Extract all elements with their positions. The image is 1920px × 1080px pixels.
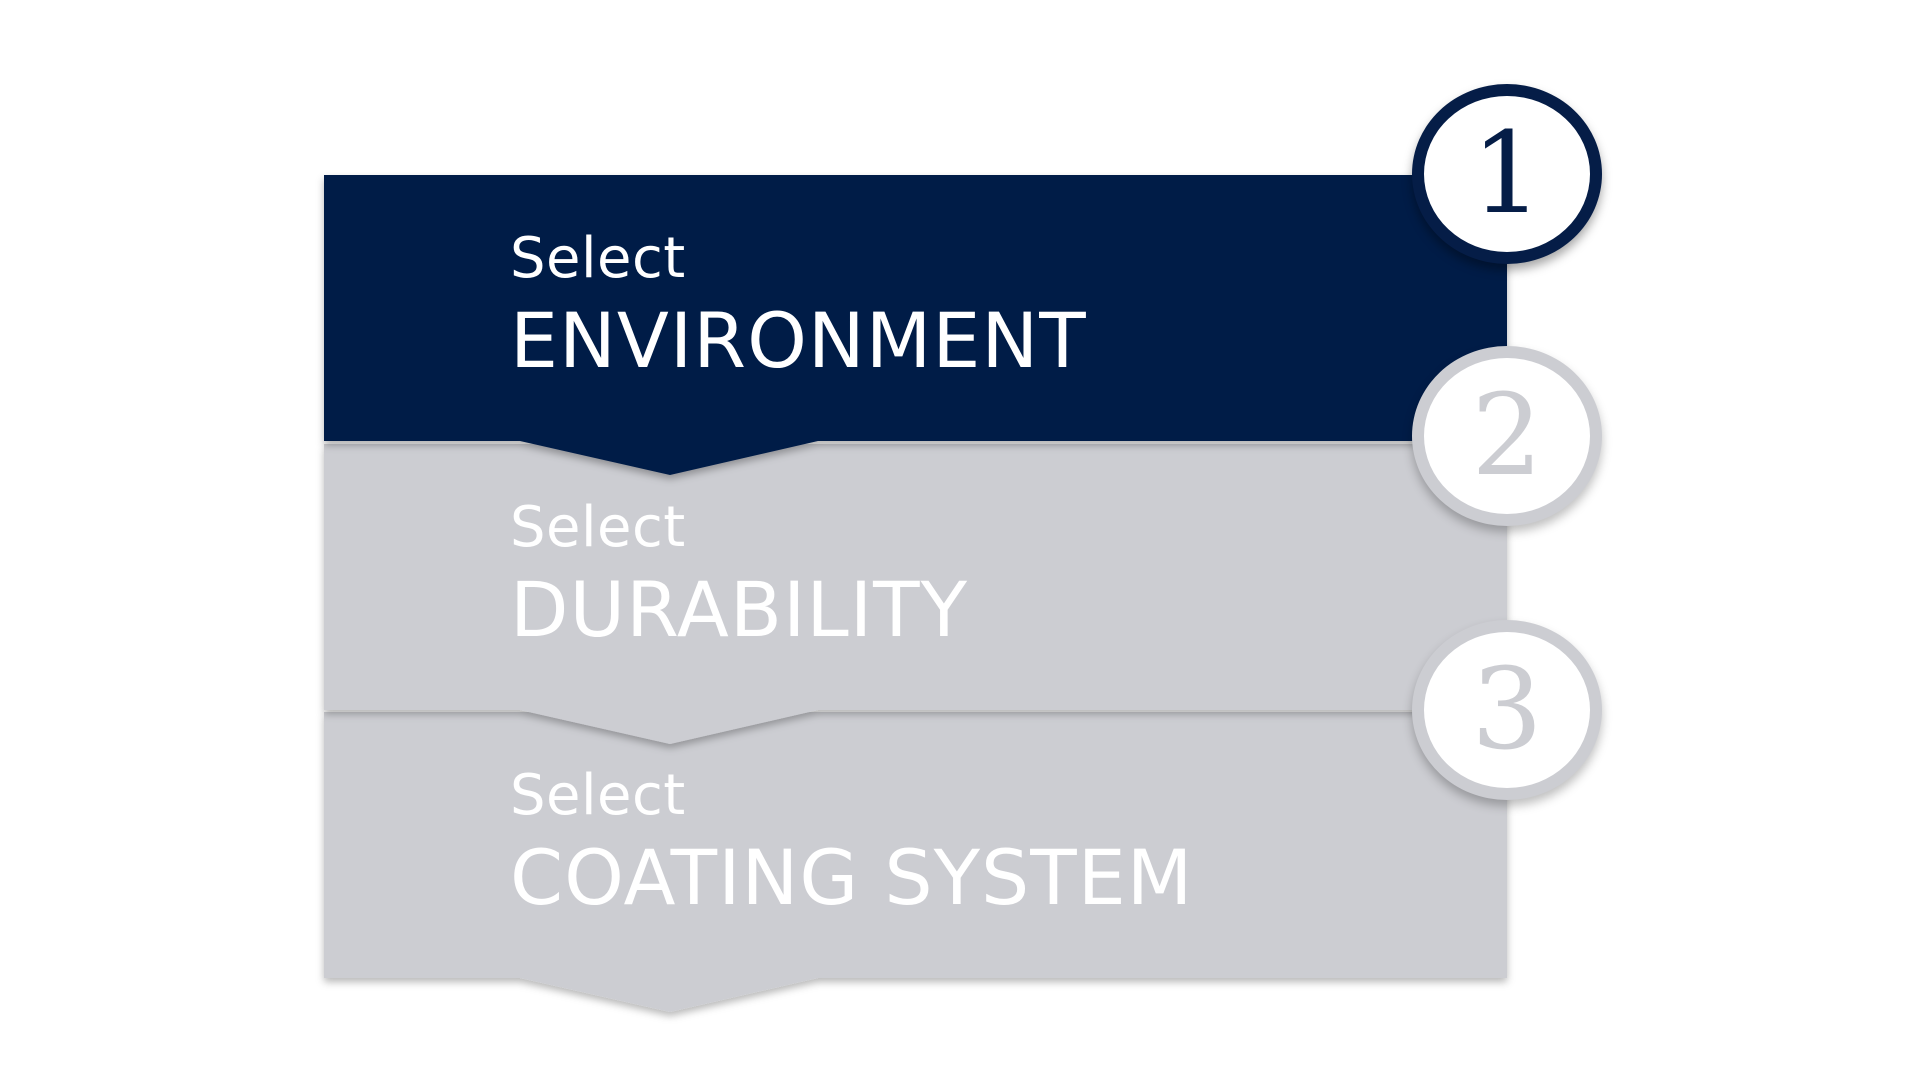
step-2-text: Select DURABILITY	[510, 500, 968, 648]
step-2-panel	[324, 444, 1507, 744]
step-1-number: 1	[1471, 109, 1543, 239]
step-3-text: Select COATING SYSTEM	[510, 768, 1193, 916]
step-2-title: DURABILITY	[510, 565, 969, 654]
step-1-title: ENVIRONMENT	[510, 296, 1087, 385]
step-3-title: COATING SYSTEM	[510, 833, 1194, 922]
step-1-panel	[324, 175, 1507, 475]
step-2-prefix: Select	[510, 495, 686, 560]
step-3-number-badge[interactable]: 3	[1412, 620, 1602, 800]
step-1-prefix: Select	[510, 226, 686, 291]
step-2-number: 2	[1471, 371, 1543, 501]
step-2-number-badge[interactable]: 2	[1412, 346, 1602, 526]
step-1-number-badge[interactable]: 1	[1412, 84, 1602, 264]
step-durability[interactable]: Select DURABILITY	[324, 444, 1507, 746]
step-environment[interactable]: Select ENVIRONMENT	[324, 175, 1507, 477]
step-3-panel	[324, 712, 1507, 1012]
step-3-number: 3	[1471, 645, 1543, 775]
step-3-prefix: Select	[510, 763, 686, 828]
step-coating-system[interactable]: Select COATING SYSTEM	[324, 712, 1507, 1014]
step-1-text: Select ENVIRONMENT	[510, 231, 1087, 379]
